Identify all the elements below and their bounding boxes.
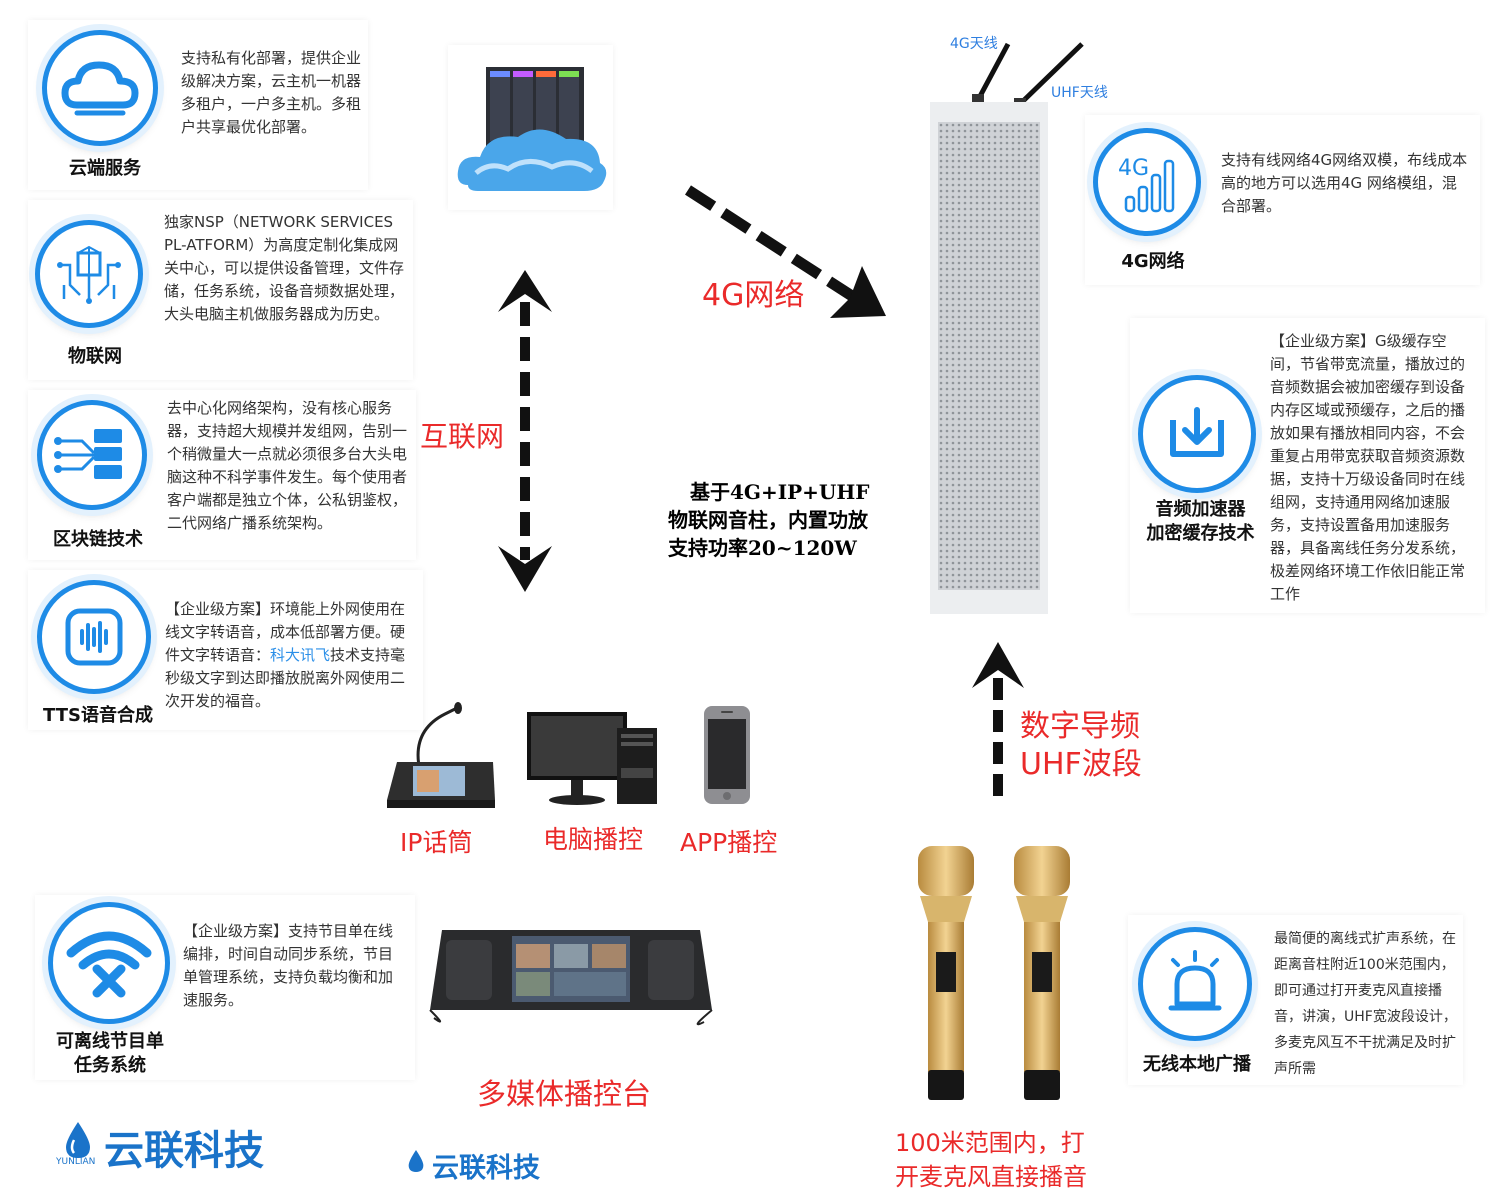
uhf-up-arrow <box>972 642 1024 798</box>
ip-microphone-image <box>387 702 495 808</box>
cloud-service-title: 云端服务 <box>69 158 141 179</box>
download-tray-icon <box>1170 407 1224 457</box>
mic-range-label: 100米范围内，打 开麦克风直接播音 <box>895 1126 1087 1194</box>
wireless-title: 无线本地广播 <box>1143 1054 1251 1075</box>
iot-badge <box>35 220 143 328</box>
console-label: 多媒体播控台 <box>477 1077 652 1111</box>
broadcast-alarm-icon <box>1168 950 1222 1011</box>
network-4g-title: 4G网络 <box>1121 251 1185 272</box>
offline-title: 可离线节目单 任务系统 <box>45 1030 175 1078</box>
ip-mic-label: IP话筒 <box>400 828 473 857</box>
tts-badge <box>37 580 151 694</box>
accelerator-desc: 【企业级方案】G级缓存空间，节省带宽流量，播放过的音频数据会被加密缓存到设备内存… <box>1270 332 1466 603</box>
accelerator-title-line2: 加密缓存技术 <box>1146 523 1255 544</box>
speaker-desc-line2: 物联网音柱，内置功放 <box>668 508 868 532</box>
brand-drop-icon <box>66 1122 90 1158</box>
wireless-microphones-image <box>918 846 1070 1100</box>
wireless-desc: 最简便的离线式扩声系统，在距离音柱附近100米范围内，即可通过打开麦克风直接播音… <box>1274 931 1457 1077</box>
uhf-label-line1: 数字导频 <box>1020 709 1140 744</box>
multimedia-console-image <box>429 930 713 1026</box>
network-4g-badge: 4G <box>1093 128 1201 236</box>
blockchain-badge <box>37 400 147 510</box>
speaker-desc-line1: 基于4G+IP+UHF <box>690 480 870 504</box>
offline-title-line1: 可离线节目单 <box>56 1031 164 1052</box>
brand-drop-icon-small <box>408 1150 424 1172</box>
speaker-desc-line3: 支持功率20~120W <box>668 536 857 560</box>
brand-logo-small: 云联科技 <box>432 1153 540 1184</box>
brand-logo-large: 云联科技 <box>104 1128 264 1174</box>
cloud-icon <box>61 61 139 116</box>
antenna-uhf-label: UHF天线 <box>1051 85 1108 101</box>
server-network-icon <box>54 429 122 479</box>
pc-control-label: 电脑播控 <box>543 825 644 854</box>
wifi-off-icon <box>66 931 152 998</box>
voice-wave-icon <box>65 608 123 666</box>
cloud-service-badge <box>42 30 158 146</box>
server-cloud-image <box>457 67 607 191</box>
wireless-badge <box>1138 927 1252 1041</box>
uhf-label: 数字导频 UHF波段 <box>1020 708 1142 784</box>
tts-desc-text-2: 技术支持毫秒级文字到达即播放脱离外网使用二次开发的福音。 <box>165 646 406 710</box>
network-4g-arrow <box>685 185 886 318</box>
svg-text:4G: 4G <box>1118 156 1149 181</box>
network-4g-desc: 支持有线网络4G网络双模，布线成本高的地方可以选用4G 网络模组，混合部署。 <box>1221 151 1468 215</box>
app-control-label: APP播控 <box>680 828 778 857</box>
iot-title: 物联网 <box>68 346 122 367</box>
accelerator-title-line1: 音频加速器 <box>1155 499 1246 520</box>
network-4g-label: 4G网络 <box>702 278 805 313</box>
desktop-pc-image <box>527 712 657 805</box>
iot-desc: 独家NSP（NETWORK SERVICES PL-ATFORM）为高度定制化集… <box>164 213 405 323</box>
signal-4g-icon: 4G <box>1118 156 1175 213</box>
accelerator-title: 音频加速器 加密缓存技术 <box>1138 498 1263 546</box>
accelerator-badge <box>1138 375 1256 493</box>
cloud-service-desc: 支持私有化部署，提供企业级解决方案，云主机一机器 多租户，一户多主机。多租户共享… <box>181 49 362 136</box>
tts-desc: 【企业级方案】环境能上外网使用在线文字转语音，成本低部署方便。硬件文字转语音：科… <box>165 598 415 713</box>
smartphone-image <box>704 706 750 804</box>
uhf-label-line2: UHF波段 <box>1020 747 1142 782</box>
brand-sub-text: YUNLIAN <box>56 1157 96 1167</box>
offline-desc: 【企业级方案】支持节目单在线编排，时间自动同步系统，节目单管理系统，支持负载均衡… <box>183 922 394 1009</box>
speaker-description: 基于4G+IP+UHF 物联网音柱，内置功放 支持功率20~120W <box>668 478 938 562</box>
blockchain-title: 区块链技术 <box>53 529 143 550</box>
iot-circuit-icon <box>57 245 121 304</box>
mic-range-line1: 100米范围内，打 <box>895 1129 1085 1157</box>
iflytek-link[interactable]: 科大讯飞 <box>270 646 331 664</box>
internet-label: 互联网 <box>420 420 505 453</box>
offline-title-line2: 任务系统 <box>74 1055 146 1076</box>
speaker-column-image <box>930 42 1084 614</box>
antenna-4g-label: 4G天线 <box>950 36 998 52</box>
tts-desc-text: 【企业级方案】环境能上外网使用在线文字转语音，成本低部署方便。硬件文字转语音： <box>165 600 406 664</box>
blockchain-desc: 去中心化网络架构，没有核心服务器，支持超大规模并发组网，告别一个稍微量大一点就必… <box>167 399 408 532</box>
internet-double-arrow <box>498 270 552 592</box>
mic-range-line2: 开麦克风直接播音 <box>895 1163 1087 1191</box>
tts-title: TTS语音合成 <box>43 705 153 726</box>
offline-badge <box>48 902 170 1024</box>
